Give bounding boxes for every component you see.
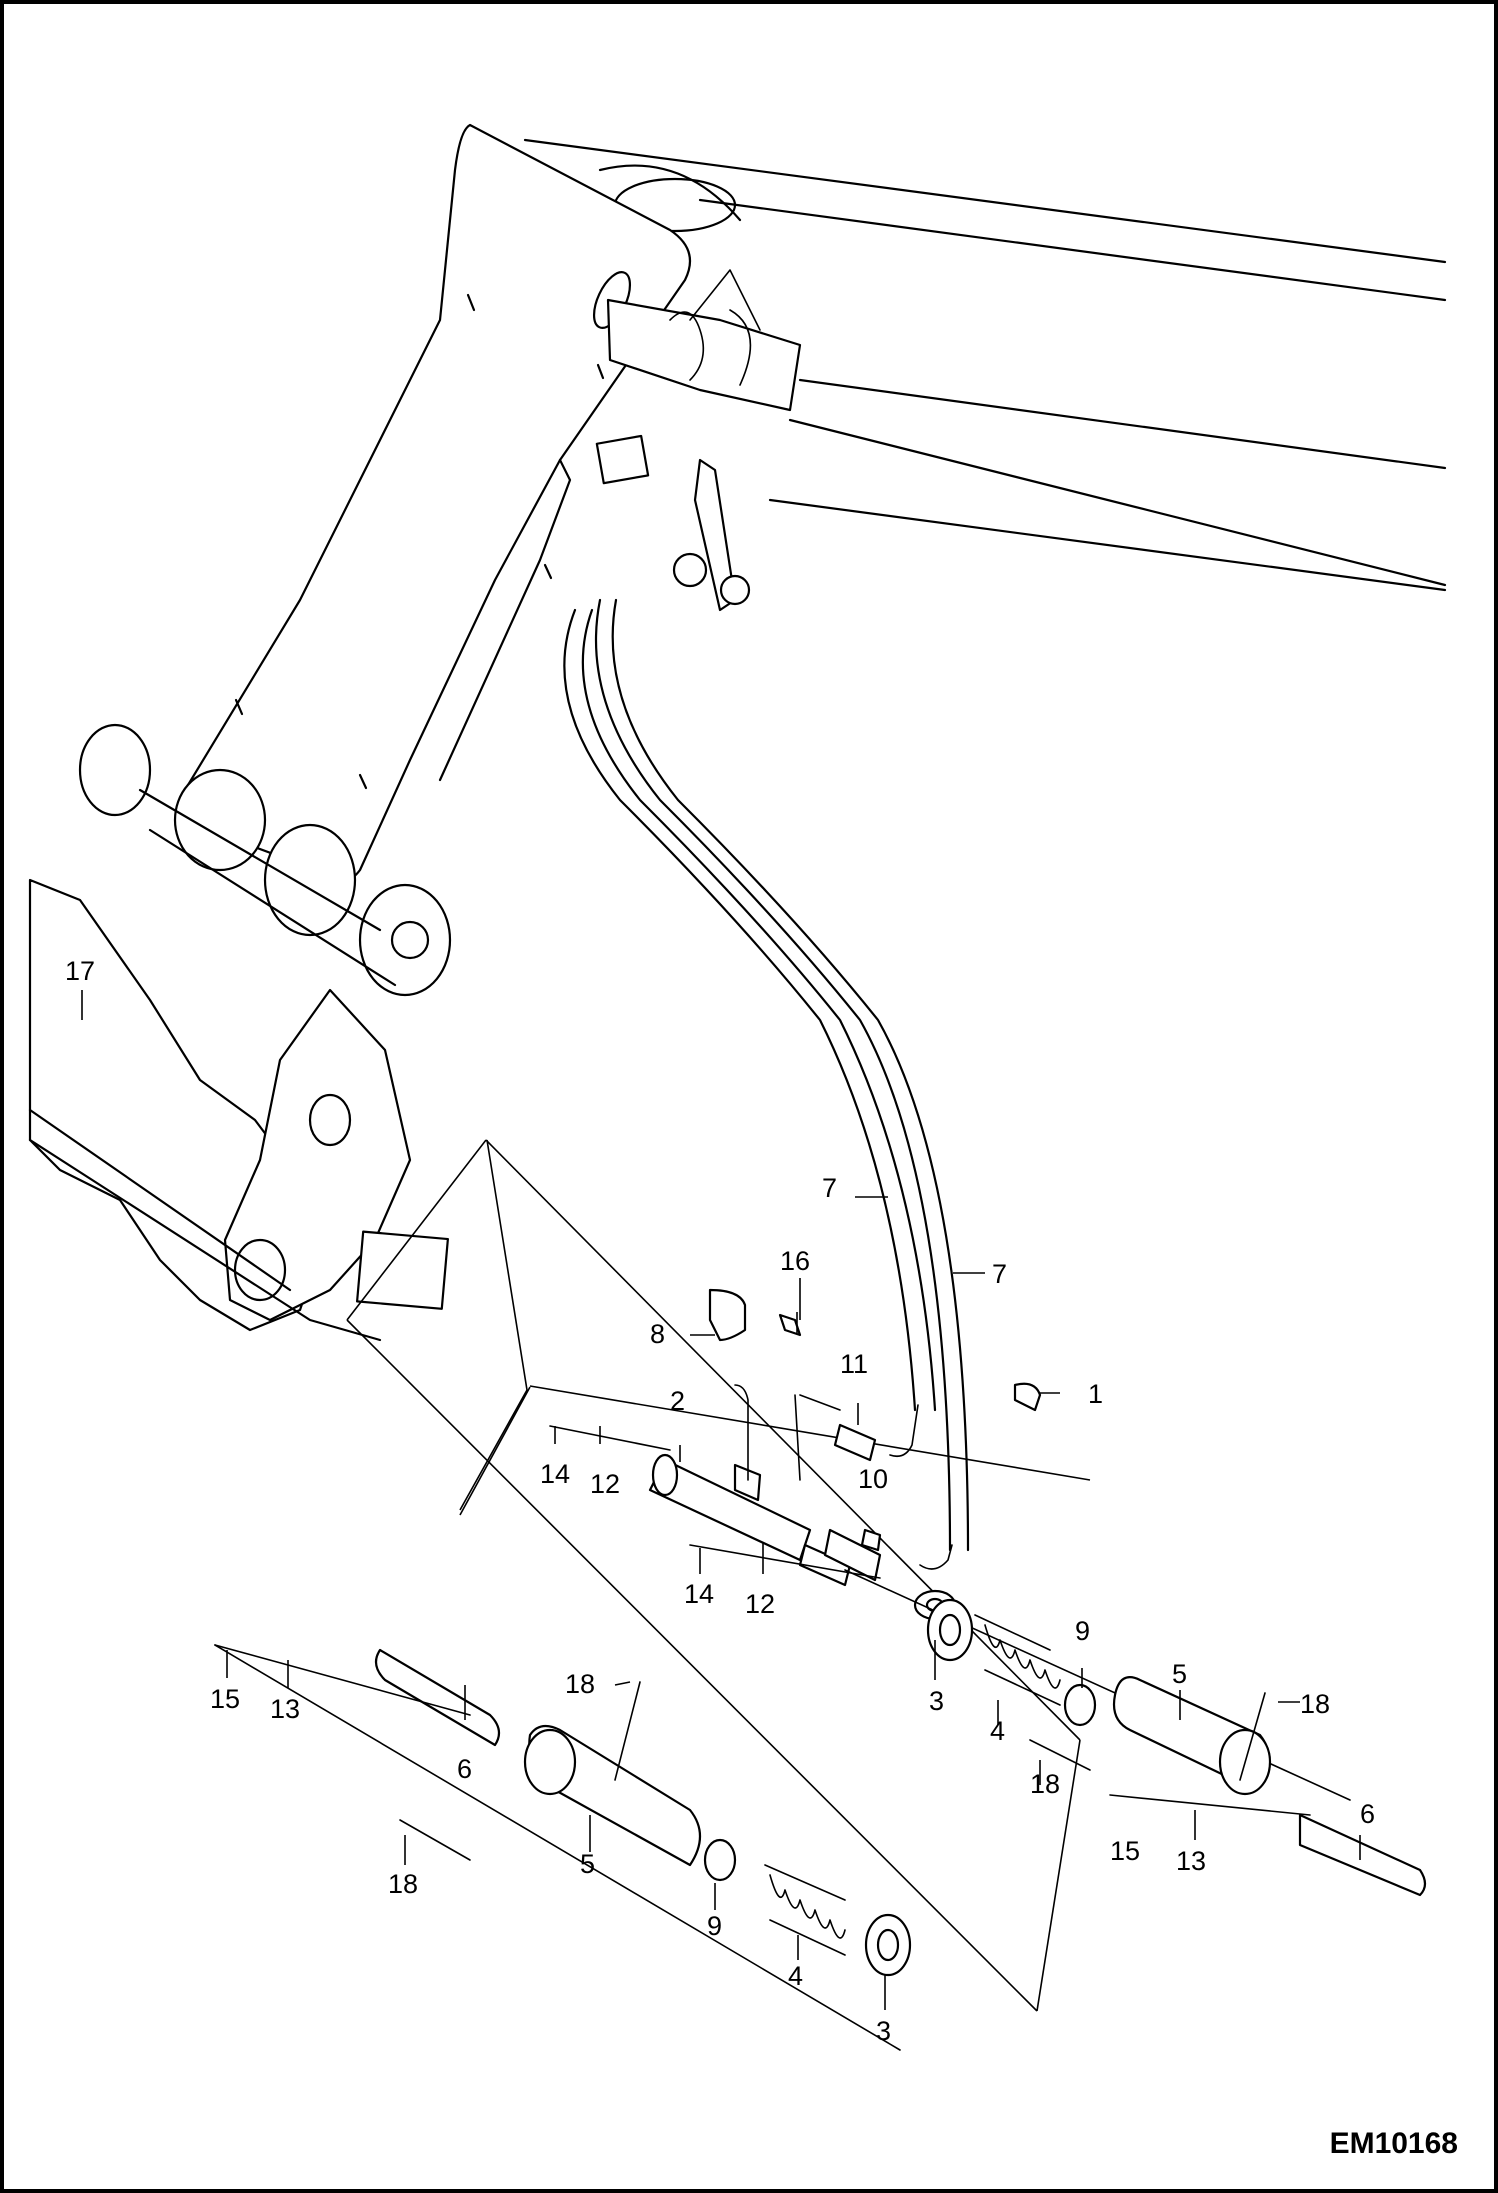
fittings — [778, 1313, 1042, 1552]
callout-18c: 18 — [565, 1669, 595, 1699]
callout-1: 1 — [1088, 1379, 1103, 1409]
callout-9a: 9 — [1075, 1616, 1090, 1646]
callout-labels: 17 1 2 7 7 8 16 11 10 14 12 14 12 3 4 9 … — [65, 956, 1375, 2046]
spring-left — [764, 1864, 846, 1956]
callout-15a: 15 — [1110, 1836, 1140, 1866]
cotter-pins — [214, 1425, 1311, 1861]
callout-3b: 3 — [876, 2016, 891, 2046]
spring-right — [974, 1614, 1061, 1706]
loader-arm — [523, 138, 1447, 592]
callout-4b: 4 — [788, 1961, 803, 1991]
left-pin-assembly — [214, 1644, 912, 2051]
callout-2: 2 — [670, 1386, 685, 1416]
callout-10: 10 — [858, 1464, 888, 1494]
callout-16: 16 — [780, 1246, 810, 1276]
callout-18d: 18 — [388, 1869, 418, 1899]
upper-cylinder — [648, 1288, 957, 1621]
callout-13a: 13 — [1176, 1846, 1206, 1876]
pivot-brackets — [28, 723, 452, 1342]
callout-12b: 12 — [745, 1589, 775, 1619]
callout-14b: 14 — [684, 1579, 714, 1609]
callout-7b: 7 — [992, 1259, 1007, 1289]
mounting-plate — [180, 123, 692, 883]
callout-4a: 4 — [990, 1716, 1005, 1746]
callout-6a: 6 — [1360, 1799, 1375, 1829]
hydraulic-hoses — [563, 598, 970, 1570]
callout-18a: 18 — [1300, 1689, 1330, 1719]
callout-6b: 6 — [457, 1754, 472, 1784]
callout-5b: 5 — [580, 1849, 595, 1879]
exploded-view-box — [346, 1139, 1091, 2012]
diagram-id: EM10168 — [1329, 2127, 1458, 2160]
callout-3a: 3 — [929, 1686, 944, 1716]
callout-8: 8 — [650, 1319, 665, 1349]
callout-12a: 12 — [590, 1469, 620, 1499]
leader-lines — [81, 990, 1361, 2010]
callout-11: 11 — [840, 1349, 868, 1379]
coupler-block — [595, 269, 802, 612]
callout-13b: 13 — [270, 1694, 300, 1724]
callout-5a: 5 — [1172, 1659, 1187, 1689]
callout-18b: 18 — [1030, 1769, 1060, 1799]
callout-14a: 14 — [540, 1459, 570, 1489]
callout-9b: 9 — [707, 1911, 722, 1941]
callout-15b: 15 — [210, 1684, 240, 1714]
callout-7a: 7 — [822, 1173, 837, 1203]
callout-17: 17 — [65, 956, 95, 986]
